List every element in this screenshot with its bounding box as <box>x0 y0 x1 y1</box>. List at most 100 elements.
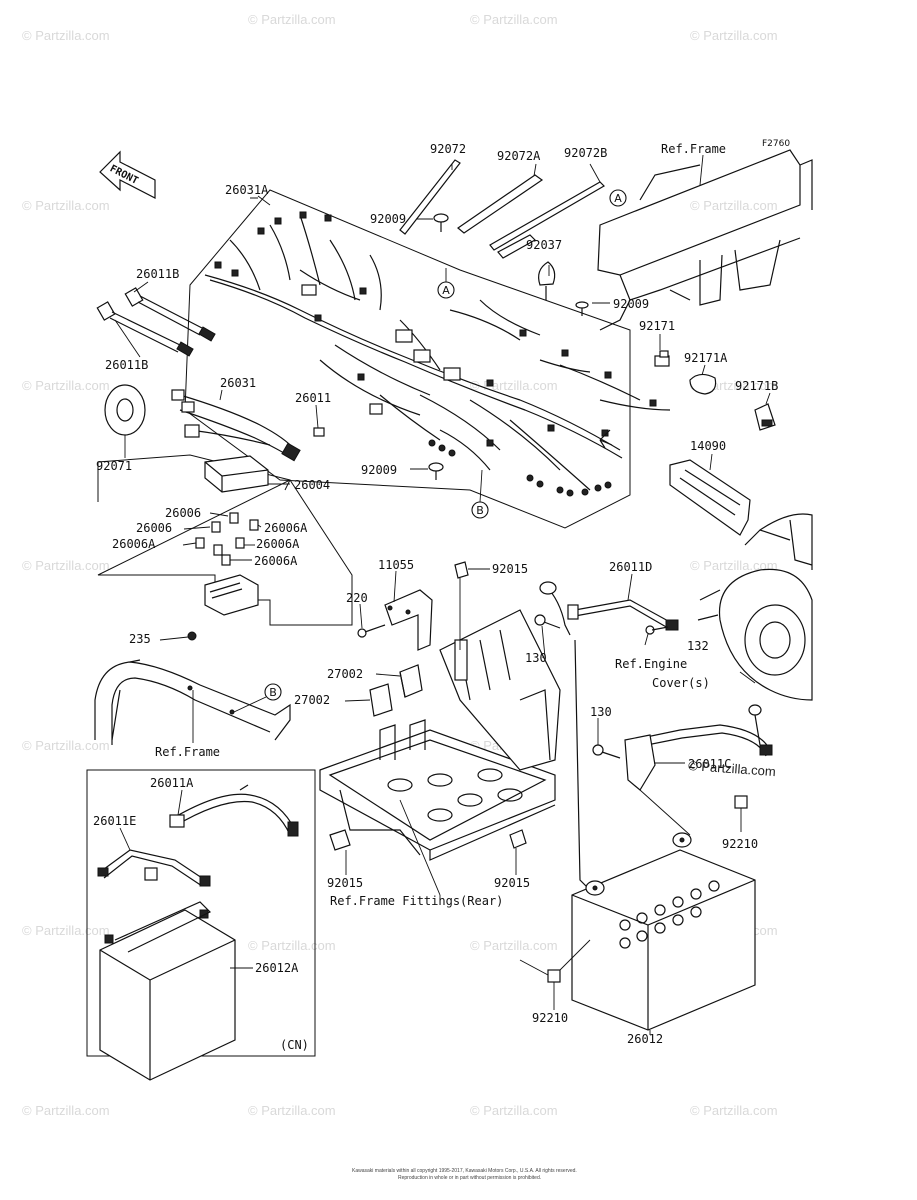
fuse-box-26004 <box>204 455 269 493</box>
part-label-26031a: 26031A <box>225 183 269 197</box>
callout-b <box>264 683 282 701</box>
watermark: © Partzilla.com <box>470 938 558 953</box>
leader-line <box>519 959 549 976</box>
footer-copyright: Kawasaki materials within all copyright … <box>352 1168 577 1174</box>
leader-line <box>701 364 706 376</box>
battery-26012a <box>99 901 236 1081</box>
callout-b-label: B <box>476 504 484 517</box>
clip-92009 <box>428 462 444 480</box>
leader-line <box>233 696 267 713</box>
leader-line <box>219 389 223 401</box>
part-label-26012a: 26012A <box>255 961 299 975</box>
part-label-26012: 26012 <box>627 1032 663 1046</box>
harness-26031 <box>171 389 301 462</box>
part-label-92009: 92009 <box>370 212 406 226</box>
cable-26011d <box>539 581 679 891</box>
main-harness-outline <box>184 189 631 529</box>
front-arrow-icon: FRONT <box>99 150 156 199</box>
copyright-stamp: © Partzilla.com <box>688 758 776 779</box>
part-label-92072a: 92072A <box>497 149 541 163</box>
battery-26012 <box>571 832 756 1031</box>
harness-connectors <box>214 211 657 497</box>
frame-mid-left <box>94 659 291 745</box>
watermark: © Partzilla.com <box>470 12 558 27</box>
footer-notice: Reproduction in whole or in part without… <box>398 1175 541 1181</box>
leader-line <box>257 524 262 528</box>
part-label-26011b: 26011B <box>105 358 148 372</box>
nut-92015 <box>509 829 527 849</box>
cable-26011a <box>169 784 299 837</box>
watermark: © Partzilla.com <box>248 938 336 953</box>
clip-92171b <box>754 403 776 431</box>
cable-ties <box>399 159 605 259</box>
ref-engine-cover-label: Cover(s) <box>652 676 710 690</box>
leader-line <box>159 636 189 641</box>
part-label-27002: 27002 <box>327 667 363 681</box>
watermark: © Partzilla.com <box>690 1103 778 1118</box>
part-label-130: 130 <box>590 705 612 719</box>
part-labels: 92072 92072A 92072B Ref.Frame 26031A 920… <box>93 142 778 1052</box>
watermark: © Partzilla.com <box>22 28 110 43</box>
fuse-group-outline <box>97 454 353 626</box>
bolt-220 <box>357 624 386 638</box>
leader-line <box>133 281 149 293</box>
part-label-92015: 92015 <box>494 876 530 890</box>
part-label-26011d: 26011D <box>609 560 652 574</box>
leader-line <box>119 827 131 851</box>
part-label-92015: 92015 <box>492 562 528 576</box>
watermark: © Partzilla.com <box>690 198 778 213</box>
nut-92015 <box>329 829 351 851</box>
watermark: © Partzilla.com <box>690 28 778 43</box>
nut-92015 <box>454 561 469 579</box>
callout-a-label: A <box>442 284 450 297</box>
clip-92009 <box>575 301 589 316</box>
cover-14090 <box>669 459 751 536</box>
grommet-92071 <box>104 384 146 436</box>
relay-27002 <box>369 683 393 717</box>
figure-code: F2760 <box>762 139 790 149</box>
leader-line <box>699 154 704 186</box>
watermark: © Partzilla.com <box>470 378 558 393</box>
watermark: © Partzilla.com <box>22 923 110 938</box>
watermark: © Partzilla.com <box>22 558 110 573</box>
part-label-14090: 14090 <box>690 439 726 453</box>
bolt-132 <box>645 625 669 635</box>
leader-line <box>114 319 141 358</box>
engine-cover <box>697 513 813 701</box>
watermark: © Partzilla.com <box>22 1103 110 1118</box>
leader-line <box>479 469 483 503</box>
part-label-130: 130 <box>525 651 547 665</box>
fuses <box>195 512 259 566</box>
leader-line <box>559 939 591 971</box>
ref-engine-label: Ref.Engine <box>615 657 687 671</box>
ref-frame-fittings-label: Ref.Frame Fittings(Rear) <box>330 894 503 908</box>
leader-line <box>399 799 441 896</box>
leader-line <box>709 453 713 471</box>
nut-92210 <box>734 795 748 809</box>
part-label-26011: 26011 <box>295 391 331 405</box>
leader-line <box>257 195 271 206</box>
watermark: © Partzilla.com <box>22 198 110 213</box>
clip-92009 <box>433 213 449 232</box>
watermark: © Partzilla.com <box>248 12 336 27</box>
part-label-92037: 92037 <box>526 238 562 252</box>
fuse-holder <box>187 574 259 641</box>
cable-26011b <box>96 287 216 357</box>
leader-line <box>209 512 229 517</box>
part-label-26006a: 26006A <box>264 521 308 535</box>
relay-27002 <box>399 664 423 698</box>
leader-line <box>393 570 397 603</box>
callout-b-label: B <box>269 686 277 699</box>
terminal-26011 <box>313 427 325 437</box>
part-label-92171b: 92171B <box>735 379 778 393</box>
leader-line <box>541 625 546 658</box>
part-label-26004: 26004 <box>294 478 330 492</box>
part-label-92015: 92015 <box>327 876 363 890</box>
part-label-132: 132 <box>687 639 709 653</box>
clip-92171a <box>689 373 717 395</box>
part-label-92171a: 92171A <box>684 351 728 365</box>
part-label-26011e: 26011E <box>93 814 136 828</box>
ref-frame-label: Ref.Frame <box>155 745 220 759</box>
bolt-130 <box>592 744 621 759</box>
